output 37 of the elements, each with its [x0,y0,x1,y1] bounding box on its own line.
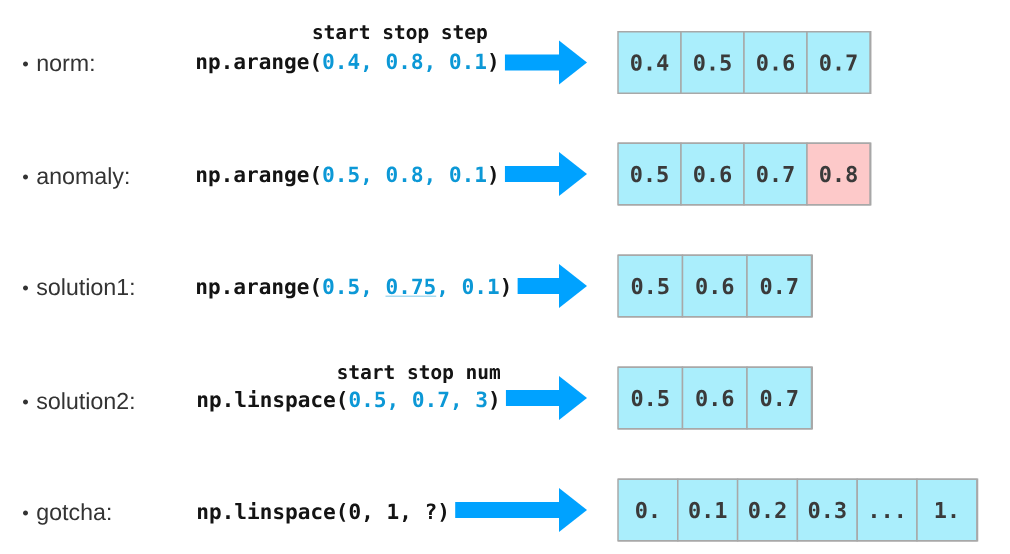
array-cell: 0.8 [806,142,871,206]
parameter-names: start stop step [313,25,487,44]
array-cell: 0.5 [680,31,745,94]
block-arrow [504,40,587,85]
row-label: norm: [37,58,94,72]
array-cell: 0. [617,478,679,542]
array-cell: 0.5 [617,366,684,430]
array-cell: 0.2 [736,478,799,542]
code-text: np.arange(0.4, 0.8, 0.1) [197,53,496,74]
code-text: np.linspace(0.5, 0.7, 3) [198,389,497,412]
block-arrow [504,152,587,196]
array-cell: 0.7 [746,254,813,318]
array-cell: 0.1 [677,478,739,542]
array-cell: 0.6 [680,142,745,206]
code-text: np.linspace(0, 1, ?) [198,501,446,524]
row-label: gotcha: [37,503,111,525]
array-cell: 0.4 [617,31,682,94]
parameter-names: start stop num [338,365,500,384]
array-cell: 0.5 [617,254,684,318]
row-label: solution1: [36,278,134,296]
array-cell: 0.5 [617,142,682,206]
array-cell: 0.6 [681,366,748,430]
array-cell: 0.7 [743,142,808,206]
block-arrow [517,264,587,308]
array-cell: 0.7 [806,31,871,94]
block-arrow [455,488,587,532]
array-cell: 0.6 [743,31,808,94]
array-cell: 1. [916,478,978,542]
block-arrow [505,376,587,420]
row-label: solution2: [36,392,134,410]
array-cell: 0.3 [796,478,858,542]
code-text: np.arange(0.5, 0.75, 0.1) [197,278,509,299]
array-cell: 0.6 [681,254,748,318]
row-label: anomaly: [37,167,129,189]
code-text: np.arange(0.5, 0.8, 0.1) [197,166,496,187]
array-cell: ... [856,478,918,542]
array-cell: 0.7 [746,366,813,430]
